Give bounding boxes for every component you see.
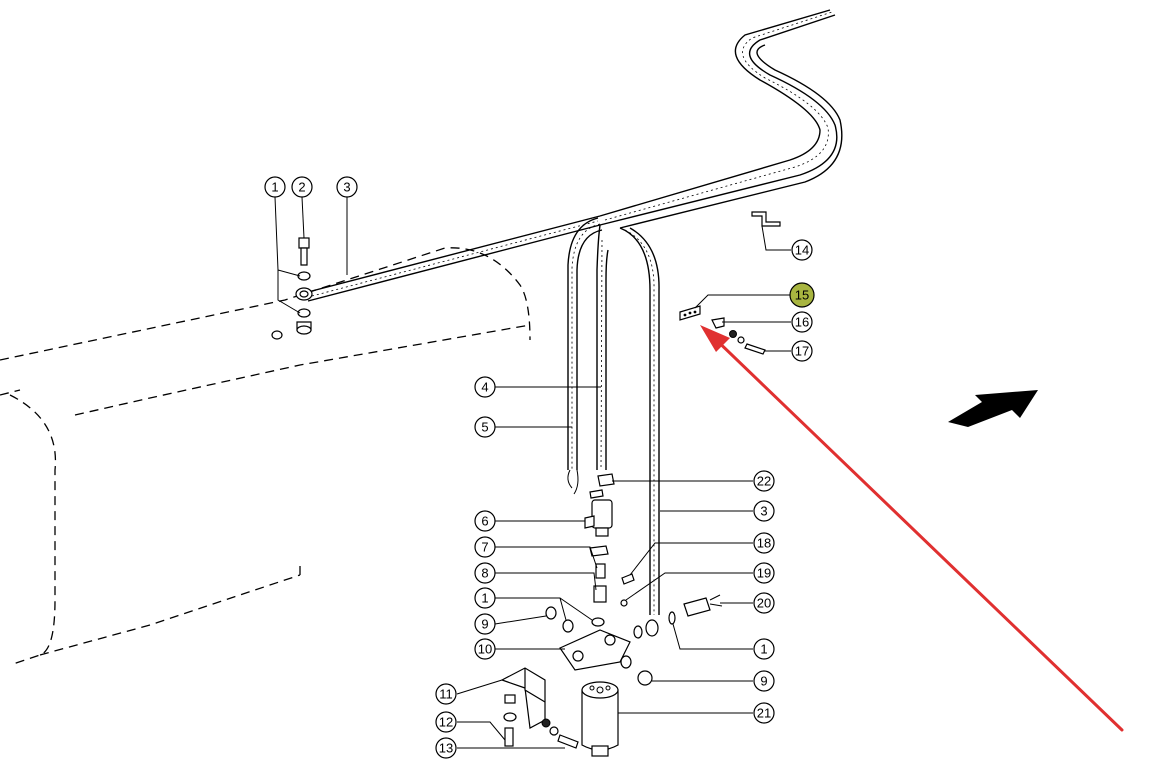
callout-3-right: 3 bbox=[753, 500, 775, 522]
callout-15-highlighted: 15 bbox=[789, 282, 815, 308]
svg-text:18: 18 bbox=[757, 536, 771, 551]
svg-text:6: 6 bbox=[481, 514, 488, 529]
callout-5: 5 bbox=[474, 416, 496, 438]
svg-text:8: 8 bbox=[481, 566, 488, 581]
bracket-and-filter bbox=[500, 667, 619, 757]
fuel-tank-outline bbox=[0, 247, 531, 666]
svg-text:16: 16 bbox=[795, 315, 809, 330]
svg-text:1: 1 bbox=[760, 642, 767, 657]
tank-fitting-parts bbox=[271, 237, 313, 340]
svg-text:9: 9 bbox=[760, 674, 767, 689]
svg-text:12: 12 bbox=[439, 715, 453, 730]
callout-21: 21 bbox=[753, 702, 775, 724]
red-pointer-arrow bbox=[700, 325, 1124, 732]
svg-text:3: 3 bbox=[343, 180, 350, 195]
svg-text:1: 1 bbox=[271, 180, 278, 195]
svg-text:1: 1 bbox=[481, 591, 488, 606]
callout-18: 18 bbox=[753, 532, 775, 554]
svg-text:11: 11 bbox=[439, 687, 453, 702]
callout-12: 12 bbox=[435, 711, 457, 733]
clamp-parts bbox=[679, 211, 781, 355]
svg-text:17: 17 bbox=[795, 344, 809, 359]
filter-assembly bbox=[545, 473, 723, 686]
callout-1-top: 1 bbox=[264, 176, 286, 198]
svg-text:20: 20 bbox=[757, 596, 771, 611]
callout-16: 16 bbox=[791, 311, 813, 333]
callout-9-left: 9 bbox=[474, 613, 496, 635]
svg-text:10: 10 bbox=[478, 642, 492, 657]
callout-11: 11 bbox=[435, 683, 457, 705]
callout-2: 2 bbox=[291, 176, 313, 198]
leader-lines bbox=[274, 196, 791, 749]
callout-20: 20 bbox=[753, 592, 775, 614]
callout-8: 8 bbox=[474, 562, 496, 584]
callout-13: 13 bbox=[435, 737, 457, 759]
callout-17: 17 bbox=[791, 340, 813, 362]
svg-text:21: 21 bbox=[757, 706, 771, 721]
svg-text:7: 7 bbox=[481, 540, 488, 555]
callout-9-right: 9 bbox=[753, 670, 775, 692]
svg-text:22: 22 bbox=[757, 474, 771, 489]
svg-text:4: 4 bbox=[481, 380, 488, 395]
callout-4: 4 bbox=[474, 376, 496, 398]
svg-text:19: 19 bbox=[757, 566, 771, 581]
svg-text:2: 2 bbox=[298, 180, 305, 195]
direction-arrow-icon bbox=[948, 390, 1038, 427]
callout-1-left: 1 bbox=[474, 587, 496, 609]
callout-7: 7 bbox=[474, 536, 496, 558]
callout-14: 14 bbox=[791, 239, 813, 261]
callout-22: 22 bbox=[753, 470, 775, 492]
callout-19: 19 bbox=[753, 562, 775, 584]
svg-text:5: 5 bbox=[481, 420, 488, 435]
callout-10: 10 bbox=[474, 638, 496, 660]
svg-text:14: 14 bbox=[795, 243, 809, 258]
fuel-lines bbox=[307, 9, 843, 615]
callout-1-right: 1 bbox=[753, 638, 775, 660]
svg-text:15: 15 bbox=[795, 288, 809, 303]
callout-3-top: 3 bbox=[336, 176, 358, 198]
callout-6: 6 bbox=[474, 510, 496, 532]
svg-text:3: 3 bbox=[760, 504, 767, 519]
svg-text:13: 13 bbox=[439, 741, 453, 756]
svg-text:9: 9 bbox=[481, 617, 488, 632]
